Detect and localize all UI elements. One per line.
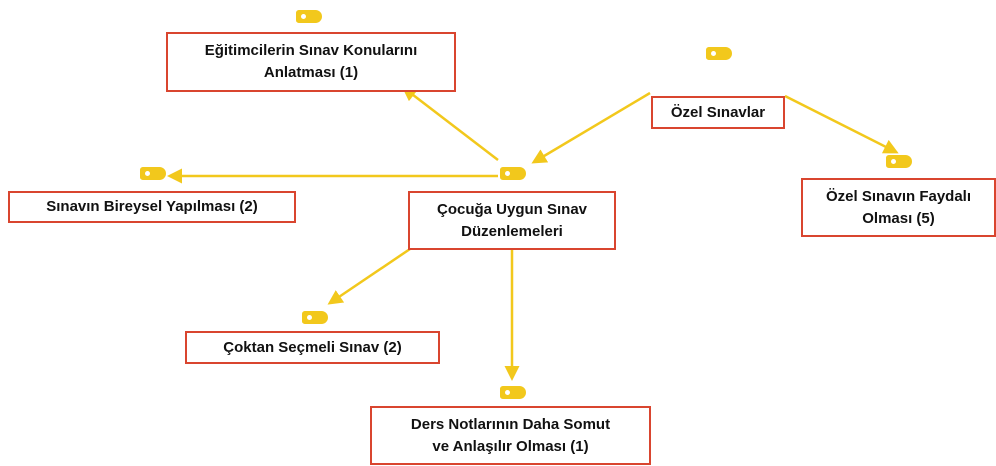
node-label-line: Sınavın Bireysel Yapılması (2) [46, 198, 258, 215]
node-label-line: Ders Notlarının Daha Somut [410, 415, 611, 433]
tag-icon [140, 167, 166, 180]
node-label-line: Çoktan Seçmeli Sınav (2) [223, 338, 402, 356]
tag-icon [886, 155, 912, 168]
node-label-line: Eğitimcilerin Sınav Konularını [204, 42, 418, 59]
edge-cocuga-uygun-to-coktan-secmeli [327, 247, 411, 305]
tag-icon [302, 311, 328, 324]
tag-icon [500, 386, 526, 399]
node-label-line: Anlatması (1) [263, 64, 359, 81]
node-ozel-sinavlar[interactable]: Özel Sınavlar [651, 96, 785, 129]
edge-ozel-sinavlar-to-ozel-faydali [784, 94, 899, 154]
edge-cocuga-uygun-to-egitimciler [401, 86, 499, 161]
tag-icon [500, 167, 526, 180]
node-label-line: ve Anlaşılır Olması (1) [432, 437, 589, 455]
node-label-line: Özel Sınavın Faydalı [825, 187, 972, 205]
node-sinavin-bireysel-yapilmasi[interactable]: Sınavın Bireysel Yapılması (2) [8, 191, 296, 223]
node-coktan-secmeli-sinav[interactable]: Çoktan Seçmeli Sınav (2) [185, 331, 440, 364]
node-label-line: Olması (5) [862, 209, 935, 227]
tag-icon [706, 47, 732, 60]
node-label-line: Özel Sınavlar [670, 103, 766, 121]
node-label-line: Çocuğa Uygun Sınav [436, 200, 588, 218]
node-ozel-sinavin-faydali-olmasi[interactable]: Özel Sınavın Faydalı Olması (5) [801, 178, 996, 237]
node-cocuga-uygun-sinav-duzenlemeleri[interactable]: Çocuğa Uygun Sınav Düzenlemeleri [408, 191, 616, 250]
edge-ozel-sinavlar-to-cocuga-uygun [531, 91, 651, 164]
node-label-line: Düzenlemeleri [461, 222, 563, 240]
node-ders-notlarinin-daha-somut[interactable]: Ders Notlarının Daha Somut ve Anlaşılır … [370, 406, 651, 465]
tag-icon [296, 10, 322, 23]
node-egitimcilerin-sinav-konularini[interactable]: Eğitimcilerin Sınav Konularını Anlatması… [166, 32, 456, 92]
